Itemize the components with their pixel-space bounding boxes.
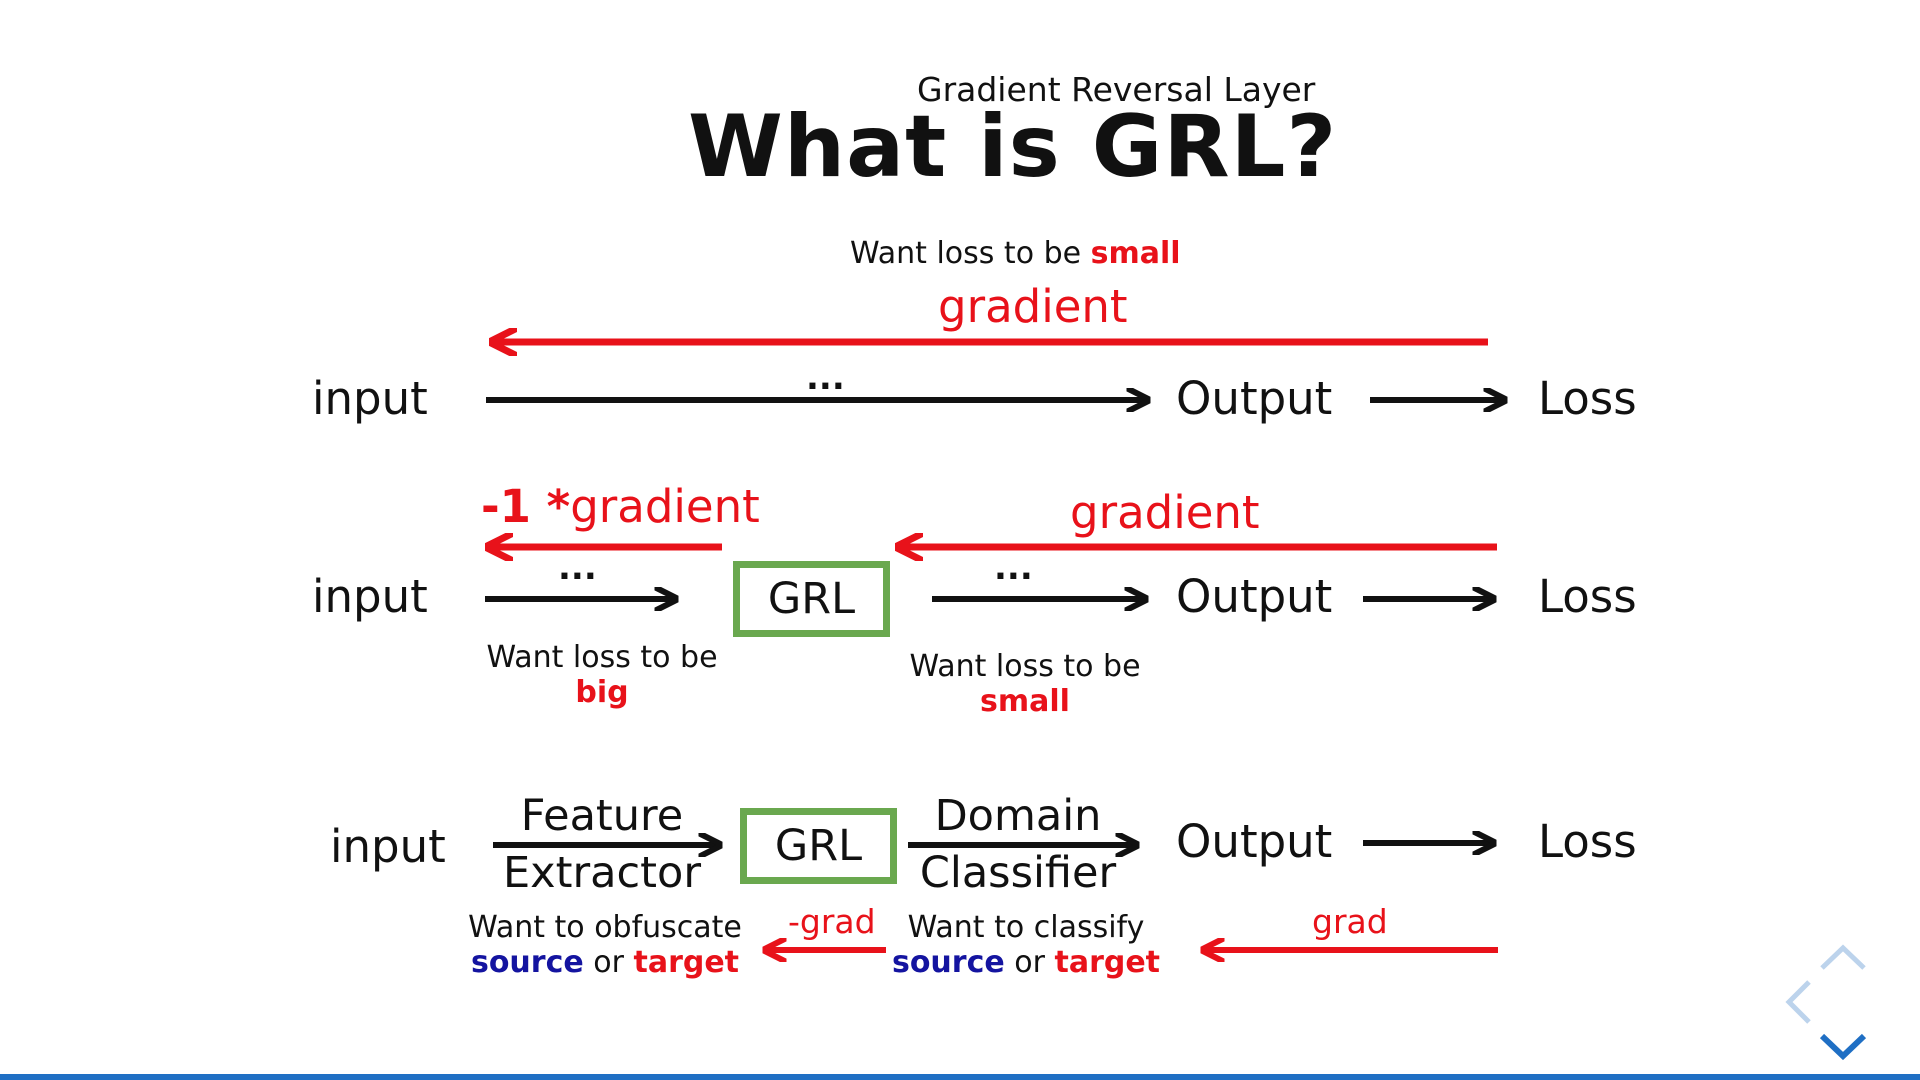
row3-left-note: Want to obfuscate source or target xyxy=(468,910,742,980)
row2-left-note: Want loss to be big xyxy=(486,640,718,710)
row1-gradient-label: gradient xyxy=(938,280,1128,333)
row2-dots-left: ... xyxy=(558,548,597,588)
row3-neg-grad-label: -grad xyxy=(788,902,876,941)
row2-grl-label: GRL xyxy=(767,574,856,624)
row2-neg-gradient-label: -1 *gradient xyxy=(481,480,760,533)
row3-grad-label: grad xyxy=(1312,902,1388,941)
row3-right-note: Want to classify source or target xyxy=(891,910,1161,980)
row3-loss-label: Loss xyxy=(1538,815,1637,868)
row3-output-label: Output xyxy=(1176,815,1333,868)
chevron-up-icon[interactable] xyxy=(1820,944,1866,970)
row2-dots-right: ... xyxy=(994,548,1033,588)
row2-loss-label: Loss xyxy=(1538,570,1637,623)
row3-domain-classifier-label: Domain Classifier xyxy=(919,791,1117,898)
row1-loss-label: Loss xyxy=(1538,372,1637,425)
chevron-down-icon[interactable] xyxy=(1819,1033,1867,1061)
row1-output-label: Output xyxy=(1176,372,1333,425)
page-title: What is GRL? xyxy=(688,97,1338,197)
row1-want-note: Want loss to be small xyxy=(850,236,1181,271)
row2-gradient-label: gradient xyxy=(1070,486,1260,539)
chevron-left-icon[interactable] xyxy=(1785,980,1811,1024)
row1-dots: ... xyxy=(806,358,845,398)
row3-grl-box: GRL xyxy=(740,808,897,884)
row2-output-label: Output xyxy=(1176,570,1333,623)
row3-grl-label: GRL xyxy=(774,821,863,871)
subtitle: Gradient Reversal Layer xyxy=(917,70,1316,109)
row3-input-label: input xyxy=(330,820,446,873)
row3-feature-extractor-label: Feature Extractor xyxy=(503,791,701,898)
row1-input-label: input xyxy=(312,372,428,425)
row2-right-note: Want loss to be small xyxy=(909,649,1141,719)
row2-grl-box: GRL xyxy=(733,561,890,637)
row2-input-label: input xyxy=(312,570,428,623)
progress-bar xyxy=(0,1074,1920,1080)
